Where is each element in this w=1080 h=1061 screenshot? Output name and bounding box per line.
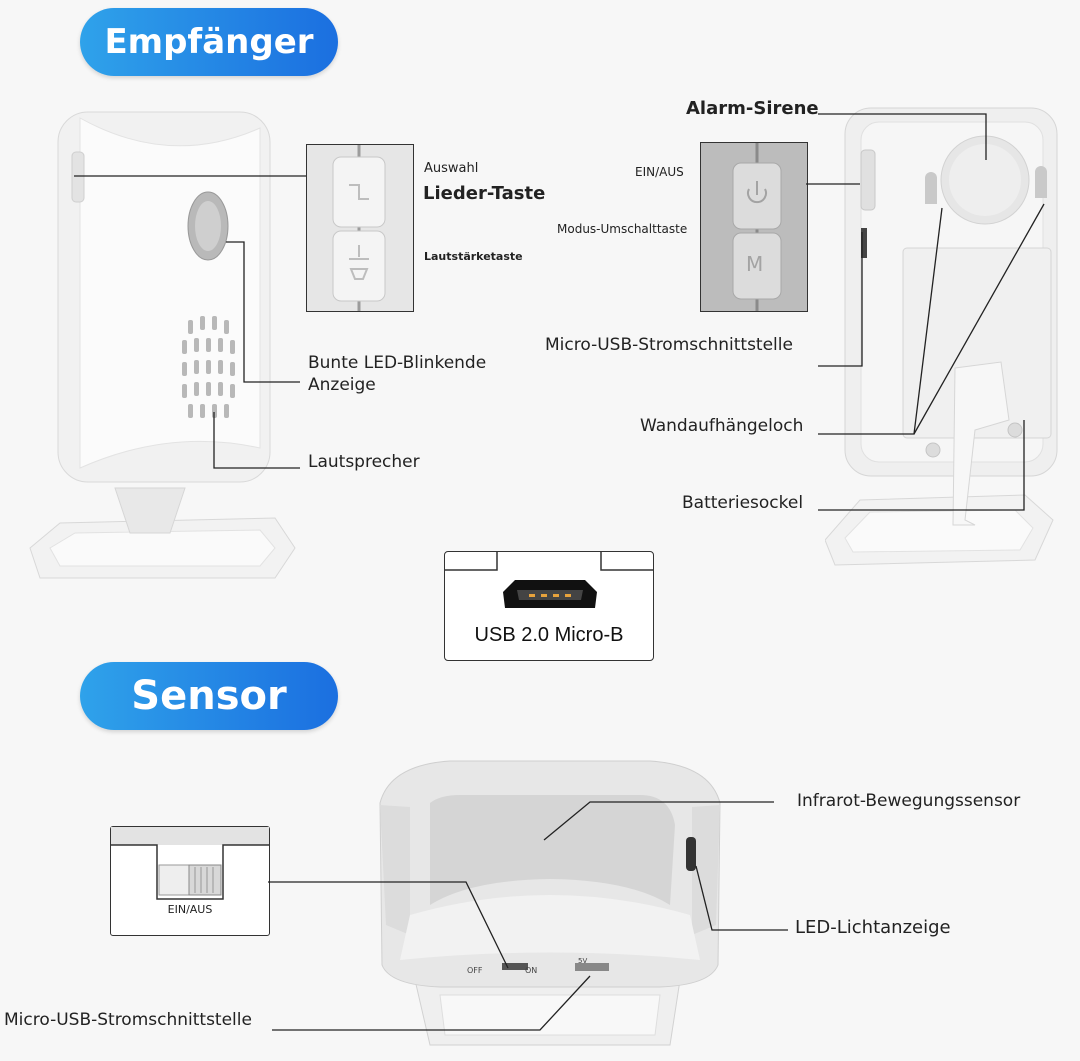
label-led: Bunte LED-Blinkende Anzeige xyxy=(308,353,487,395)
sensor-heading-text: Sensor xyxy=(131,673,287,719)
label-on-off: EIN/AUS xyxy=(635,165,684,179)
receiver-button-inset xyxy=(306,144,414,312)
receiver-front-device xyxy=(29,111,296,579)
receiver-heading: Empfänger xyxy=(80,8,338,76)
usb-port-icon xyxy=(445,552,653,608)
mode-button-glyph: M xyxy=(746,252,764,276)
label-infrared: Infrarot-Bewegungssensor xyxy=(797,791,1021,811)
label-mode: Modus-Umschalttaste xyxy=(557,222,688,236)
usb-box-label: USB 2.0 Micro-B xyxy=(474,624,624,646)
receiver-back-buttons-graphic xyxy=(701,143,807,311)
label-volume: Lautstärketaste xyxy=(424,250,523,263)
sensor-switch-graphic xyxy=(111,827,269,900)
receiver-buttons-graphic xyxy=(307,145,413,311)
label-song-button: Lieder-Taste xyxy=(423,183,546,204)
sensor-print-5v: 5V xyxy=(578,957,588,965)
usb-box: USB 2.0 Micro-B xyxy=(444,551,654,661)
label-speaker: Lautsprecher xyxy=(308,452,420,472)
label-usb-sensor: Micro-USB-Stromschnittstelle xyxy=(4,1010,252,1030)
sensor-device xyxy=(379,760,721,1046)
sensor-switch-inset: EIN/AUS xyxy=(110,826,270,936)
sensor-print-on: ON xyxy=(525,966,538,975)
receiver-back-device xyxy=(825,107,1058,566)
sensor-switch-inset-label: EIN/AUS xyxy=(167,903,213,916)
receiver-back-button-inset: M xyxy=(700,142,808,312)
label-alarm: Alarm-Sirene xyxy=(686,98,819,119)
label-sensor-led: LED-Lichtanzeige xyxy=(795,917,951,938)
label-wall-hole: Wandaufhängeloch xyxy=(640,416,804,436)
receiver-heading-text: Empfänger xyxy=(104,22,314,62)
sensor-heading: Sensor xyxy=(80,662,338,730)
sensor-print-off: OFF xyxy=(467,966,483,975)
label-select: Auswahl xyxy=(424,161,479,176)
label-usb-receiver: Micro-USB-Stromschnittstelle xyxy=(545,335,793,355)
label-battery: Batteriesockel xyxy=(682,493,804,513)
